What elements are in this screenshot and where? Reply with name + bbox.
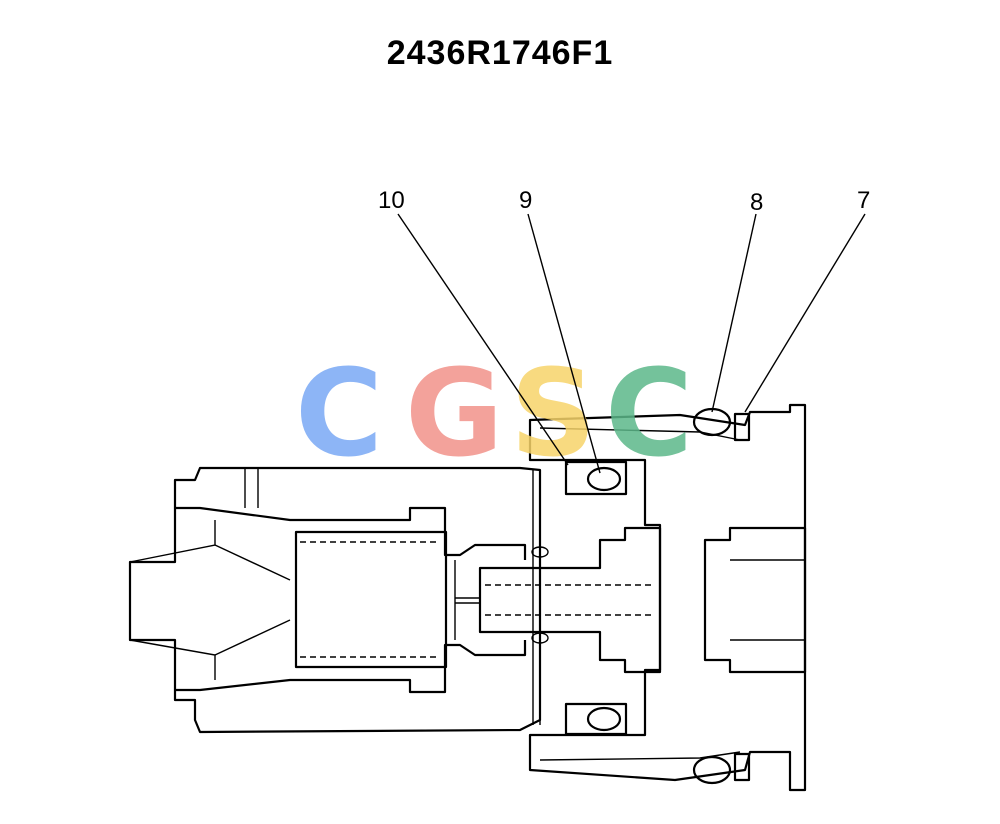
drawing-number: 2436R1746F1 (386, 34, 614, 72)
callout-label-8: 8 (750, 189, 763, 216)
callout-label-7: 7 (857, 187, 870, 214)
watermark-letter: C (605, 345, 693, 484)
seal-9-top (564, 460, 628, 496)
ring-7-top (733, 412, 751, 442)
callout-leaders (397, 213, 866, 474)
watermark: C G S C (295, 345, 693, 484)
watermark-letter: C (295, 345, 383, 484)
piston (294, 530, 456, 669)
watermark-letter: G (405, 345, 504, 484)
watermark-letter: S (510, 345, 596, 484)
divider-plate (531, 470, 549, 725)
oring-8-bottom (692, 755, 732, 785)
seal-9-bottom (564, 702, 628, 736)
cylinder-body (128, 466, 542, 734)
central-shaft (455, 526, 662, 674)
ring-7-bottom (733, 752, 751, 782)
end-cap (703, 526, 807, 674)
callout-label-9: 9 (519, 187, 532, 214)
callout-label-10: 10 (378, 187, 405, 214)
